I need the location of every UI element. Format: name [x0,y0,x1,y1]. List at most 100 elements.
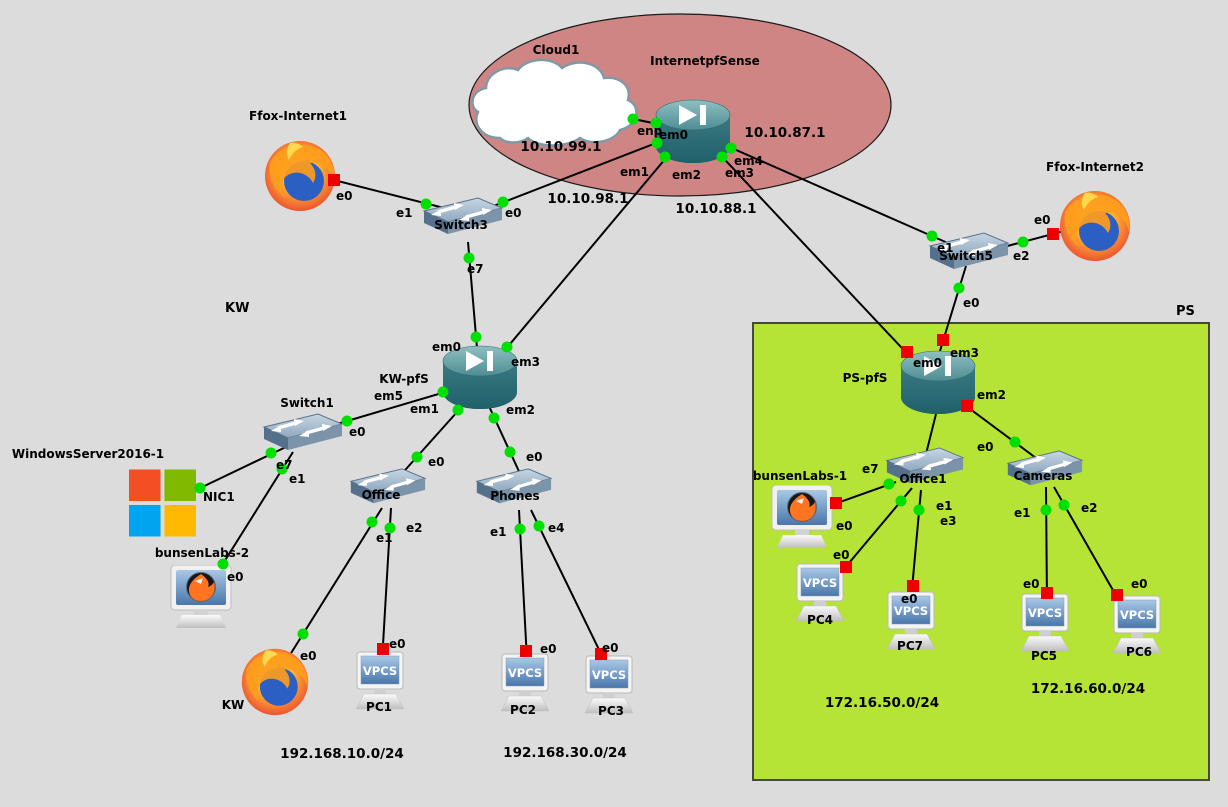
kw-area-text: KW [225,301,250,316]
net-label-phones: 192.168.30.0/24 [503,745,627,761]
switch-arrows-icon [431,203,492,221]
pc1-icon[interactable]: VPCS [351,651,409,715]
switch-arrows-icon [937,238,998,256]
port-label: e1 [1014,506,1031,520]
port-label: em3 [511,355,540,369]
switch-phones-icon[interactable] [473,467,553,511]
ip-label-kw-wan: 10.10.98.1 [547,191,629,207]
port-label: em0 [659,128,688,142]
port-label: e1 [396,206,413,220]
net-label-cameras: 172.16.60.0/24 [1030,681,1146,697]
firefox-internet2-icon[interactable] [1057,187,1133,267]
port-label: e0 [833,548,850,562]
switch-office1-icon[interactable] [883,446,965,491]
kw-firefox-label: KW [221,698,245,712]
router-ps-pfs-icon[interactable] [899,350,977,420]
switch-arrows-icon [357,473,416,491]
vpcs-screen-text: VPCS [592,668,626,682]
play-icon [924,356,942,376]
port-label: e0 [1023,577,1040,591]
router-kw-pfs-icon[interactable] [441,345,519,415]
firefox-kw-icon[interactable] [239,645,311,721]
port-label: e0 [901,592,918,606]
pc5-label: PC5 [1031,649,1057,663]
switch5-label: Switch5 [939,249,993,263]
ps-zone-label: PS [1176,304,1195,319]
switch3-icon[interactable] [420,196,504,242]
pc7-label: PC7 [897,639,923,653]
switch-office1-label: Office1 [899,472,947,486]
port-label: e2 [1081,501,1098,515]
port-label: em3 [725,166,754,180]
switch-office-icon[interactable] [347,467,427,511]
vpcs-screen-text: VPCS [894,604,928,618]
port-label: e0 [963,296,980,310]
port-label: e2 [406,521,423,535]
port-label: e0 [540,642,557,656]
pc5-icon[interactable]: VPCS [1016,593,1074,657]
port-label: e7 [276,458,293,472]
port-label: e0 [336,189,353,203]
bunsenlabs2-icon[interactable] [168,564,234,633]
port-label: em0 [913,356,942,370]
play-icon [466,351,484,371]
switch5-icon[interactable] [926,231,1010,277]
ip-label-cloud: 10.10.99.1 [520,139,602,155]
internet-pfsense-label: InternetpfSense [650,54,760,68]
port-label: e0 [602,641,619,655]
switch3-label: Switch3 [434,218,488,232]
port-label: em1 [410,402,439,416]
port-label: e1 [937,241,954,255]
bunsenlabs1-icon[interactable] [769,484,835,553]
pc1-label: PC1 [366,700,392,714]
switch1-label: Switch1 [280,396,334,410]
port-label: e3 [940,514,957,528]
pc7-icon[interactable]: VPCS [882,591,940,655]
vpcs-screen-text: VPCS [508,666,542,680]
port-label: e7 [862,462,879,476]
port-label: enp [637,124,663,138]
switch-cameras-label: Cameras [1013,469,1073,483]
cloud-icon[interactable] [466,54,644,156]
microsoft-logo-icon[interactable] [129,469,196,541]
link-status-up-dots [194,113,1070,640]
pc6-label: PC6 [1126,645,1152,659]
net-label-ps-office: 172.16.50.0/24 [824,695,940,711]
switch-phones-label: Phones [490,489,540,503]
pc4-icon[interactable]: VPCS [791,563,849,627]
switch1-icon[interactable] [260,412,344,458]
port-label: NIC1 [203,490,235,504]
port-label: em2 [977,388,1006,402]
port-label: em4 [734,154,763,168]
port-label: e0 [227,570,244,584]
switch-arrows-icon [1014,455,1073,473]
pc6-icon[interactable]: VPCS [1108,595,1166,659]
ffox-internet2-label: Ffox-Internet2 [1046,160,1144,174]
port-label: e0 [526,450,543,464]
pc3-icon[interactable]: VPCS [580,655,638,719]
switch-arrows-icon [271,419,332,437]
port-label: e1 [490,525,507,539]
router-internet-pfsense-icon[interactable] [654,99,732,169]
pc2-label: PC2 [510,703,536,717]
vpcs-screen-text: VPCS [1120,608,1154,622]
play-icon [679,105,697,125]
switch-office-label: Office [361,488,401,502]
port-label: e0 [428,455,445,469]
bunsenlabs1-label: bunsenLabs-1 [752,469,848,483]
firefox-internet1-icon[interactable] [262,137,338,217]
switch-arrows-icon [893,452,954,471]
port-label: em2 [672,168,701,182]
switch-cameras-icon[interactable] [1004,449,1084,493]
ps-pfs-label: PS-pfS [842,371,888,385]
pc3-label: PC3 [598,704,624,718]
port-label: e2 [1013,249,1030,263]
port-label: e0 [389,637,406,651]
port-label: em3 [950,346,979,360]
port-label: e0 [505,206,522,220]
windows-server-label: WindowsServer2016-1 [11,447,165,461]
ps-zone [752,322,1210,781]
port-label: e7 [467,262,484,276]
port-label: e1 [289,472,306,486]
